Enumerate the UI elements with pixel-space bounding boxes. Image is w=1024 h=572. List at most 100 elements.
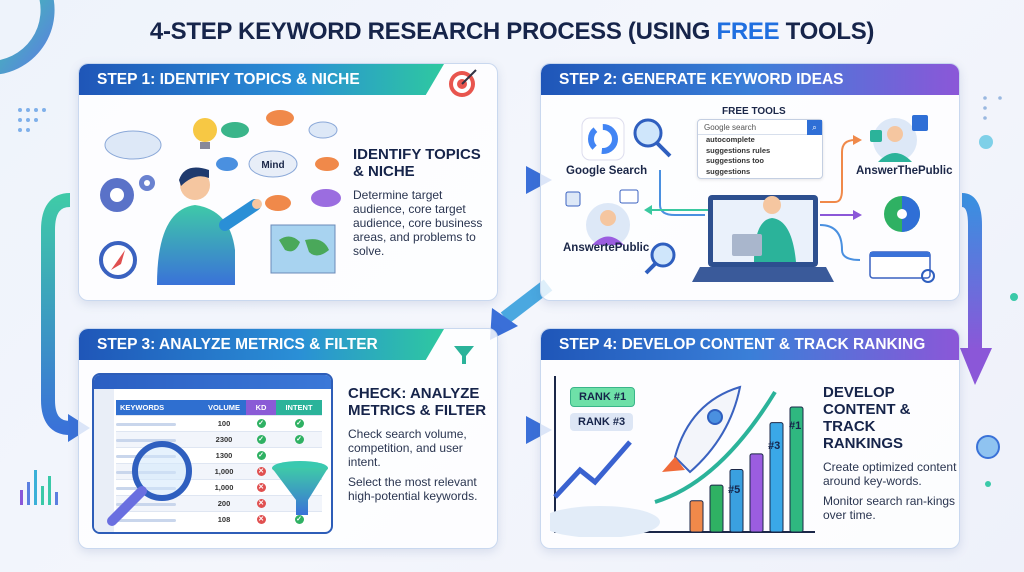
compass-icon — [99, 241, 137, 279]
browser-window-icon — [869, 251, 935, 283]
search-input[interactable]: Google search⌕ — [698, 120, 822, 135]
volume-cell: 1300 — [202, 446, 246, 463]
page-title: 4-STEP KEYWORD RESEARCH PROCESS (USING F… — [149, 18, 875, 45]
kd-cell: ✕ — [246, 462, 276, 479]
volume-cell: 100 — [202, 414, 246, 431]
step2-illustration — [565, 115, 935, 283]
ranking-bar — [689, 500, 704, 533]
step4-body-1: Create optimized content around key-word… — [823, 460, 957, 488]
table-row: 100 ✓ ✓ — [116, 414, 322, 431]
ranking-bar — [769, 422, 784, 533]
x-icon: ✕ — [256, 483, 266, 492]
search-icon[interactable]: ⌕ — [807, 120, 822, 135]
x-icon: ✕ — [256, 499, 266, 508]
step3-header: STEP 3: ANALYZE METRICS & FILTER — [79, 329, 444, 360]
magnifier-icon — [644, 242, 676, 275]
mind-label: Mind — [261, 160, 284, 171]
step4-text: DEVELOP CONTENT & TRACK RANKINGS Create … — [823, 384, 958, 528]
step3-body-2: Select the most relevant high-potential … — [348, 475, 478, 503]
kd-cell: ✕ — [246, 478, 276, 495]
man-avatar — [870, 115, 928, 162]
kd-cell: ✕ — [246, 510, 276, 527]
check-icon: ✓ — [256, 451, 266, 460]
column-header: KEYWORDS — [116, 400, 202, 415]
funnel-icon — [454, 346, 474, 364]
intent-cell — [276, 446, 322, 463]
ranking-bar — [729, 469, 744, 533]
step1-heading: IDENTIFY TOPICS & NICHE — [353, 146, 481, 180]
table-row: 2300 ✓ ✓ — [116, 430, 322, 447]
gear-icon — [100, 175, 155, 212]
step4-header: STEP 4: DEVELOP CONTENT & TRACK RANKING — [541, 329, 959, 360]
keyword-cell — [116, 430, 202, 447]
column-header: VOLUME — [202, 400, 246, 415]
suggestion-item: suggestions rules — [706, 145, 771, 155]
step1-illustration: Mind — [99, 110, 341, 285]
x-icon: ✕ — [256, 467, 266, 476]
bar-label: #1 — [789, 420, 802, 432]
kd-cell: ✓ — [246, 430, 276, 447]
tool-label-answerthepublic: AnswerThePublic — [856, 165, 953, 177]
step3-text: CHECK: ANALYZE METRICS & FILTER Check se… — [348, 385, 493, 509]
window-titlebar — [94, 375, 331, 389]
person-figure — [157, 167, 262, 285]
left-mini-chart — [20, 470, 58, 505]
rank-1-badge: RANK #1 — [570, 387, 636, 407]
kd-cell: ✓ — [246, 446, 276, 463]
arrow-right-loop — [961, 193, 982, 350]
tool-label-answertepublic: AnswertePublic — [563, 242, 650, 254]
window-sidebar — [94, 389, 114, 532]
free-tools-label: FREE TOOLS — [722, 106, 786, 117]
left-dots — [18, 108, 46, 132]
ranking-chart — [550, 376, 815, 537]
trend-arrow — [553, 440, 632, 499]
check-icon: ✓ — [294, 515, 304, 525]
check-icon: ✓ — [256, 419, 266, 428]
mind-map: Mind — [216, 110, 341, 211]
funnel-icon — [272, 461, 328, 515]
column-header: INTENT — [276, 400, 322, 415]
volume-cell: 200 — [202, 494, 246, 511]
x-icon: ✕ — [256, 515, 266, 525]
step1-body: Determine target audience, core target a… — [353, 188, 483, 258]
check-icon: ✓ — [294, 435, 304, 444]
laptop-icon — [692, 195, 834, 282]
intent-cell: ✓ — [276, 430, 322, 447]
suggestion-item: suggestions too — [706, 156, 764, 165]
cloud-decor — [550, 506, 660, 537]
magnifier-icon — [107, 441, 192, 526]
suggestion-item: suggestions — [706, 166, 751, 176]
step4-body-2: Monitor search ran-kings over time. — [823, 494, 956, 522]
check-icon: ✓ — [256, 435, 266, 444]
google-logo-icon — [581, 117, 625, 161]
avatar-badge — [976, 435, 1000, 459]
woman-avatar — [565, 189, 639, 247]
bar-label: #3 — [768, 440, 781, 452]
volume-cell: 108 — [202, 510, 246, 527]
step2-header: STEP 2: GENERATE KEYWORD IDEAS — [541, 64, 959, 95]
step1-text: IDENTIFY TOPICS & NICHE Determine target… — [353, 146, 493, 264]
ranking-bar — [749, 453, 764, 533]
tool-label-google-search: Google Search — [566, 165, 648, 177]
decor-circle — [979, 135, 993, 149]
step4-heading: DEVELOP CONTENT & TRACK RANKINGS — [823, 384, 911, 452]
magnifier-icon — [633, 118, 672, 158]
intent-cell: ✓ — [276, 414, 322, 431]
volume-cell: 2300 — [202, 430, 246, 447]
right-dots — [983, 96, 1002, 120]
corner-arc — [0, 0, 55, 75]
rank-3-badge: RANK #3 — [570, 413, 634, 431]
step1-header: STEP 1: IDENTIFY TOPICS & NICHE — [79, 64, 444, 95]
kd-cell: ✓ — [246, 414, 276, 431]
rocket-icon — [662, 385, 742, 474]
target-icon — [449, 69, 477, 97]
kd-cell: ✕ — [246, 494, 276, 511]
keyword-cell — [116, 510, 202, 527]
bar-label: #5 — [728, 484, 741, 496]
ranking-bar — [789, 406, 804, 533]
volume-cell: 1,000 — [202, 478, 246, 495]
volume-cell: 1,000 — [202, 462, 246, 479]
column-header: KD — [246, 400, 276, 415]
arrow-left-loop — [41, 193, 71, 435]
keyword-cell — [116, 414, 202, 431]
